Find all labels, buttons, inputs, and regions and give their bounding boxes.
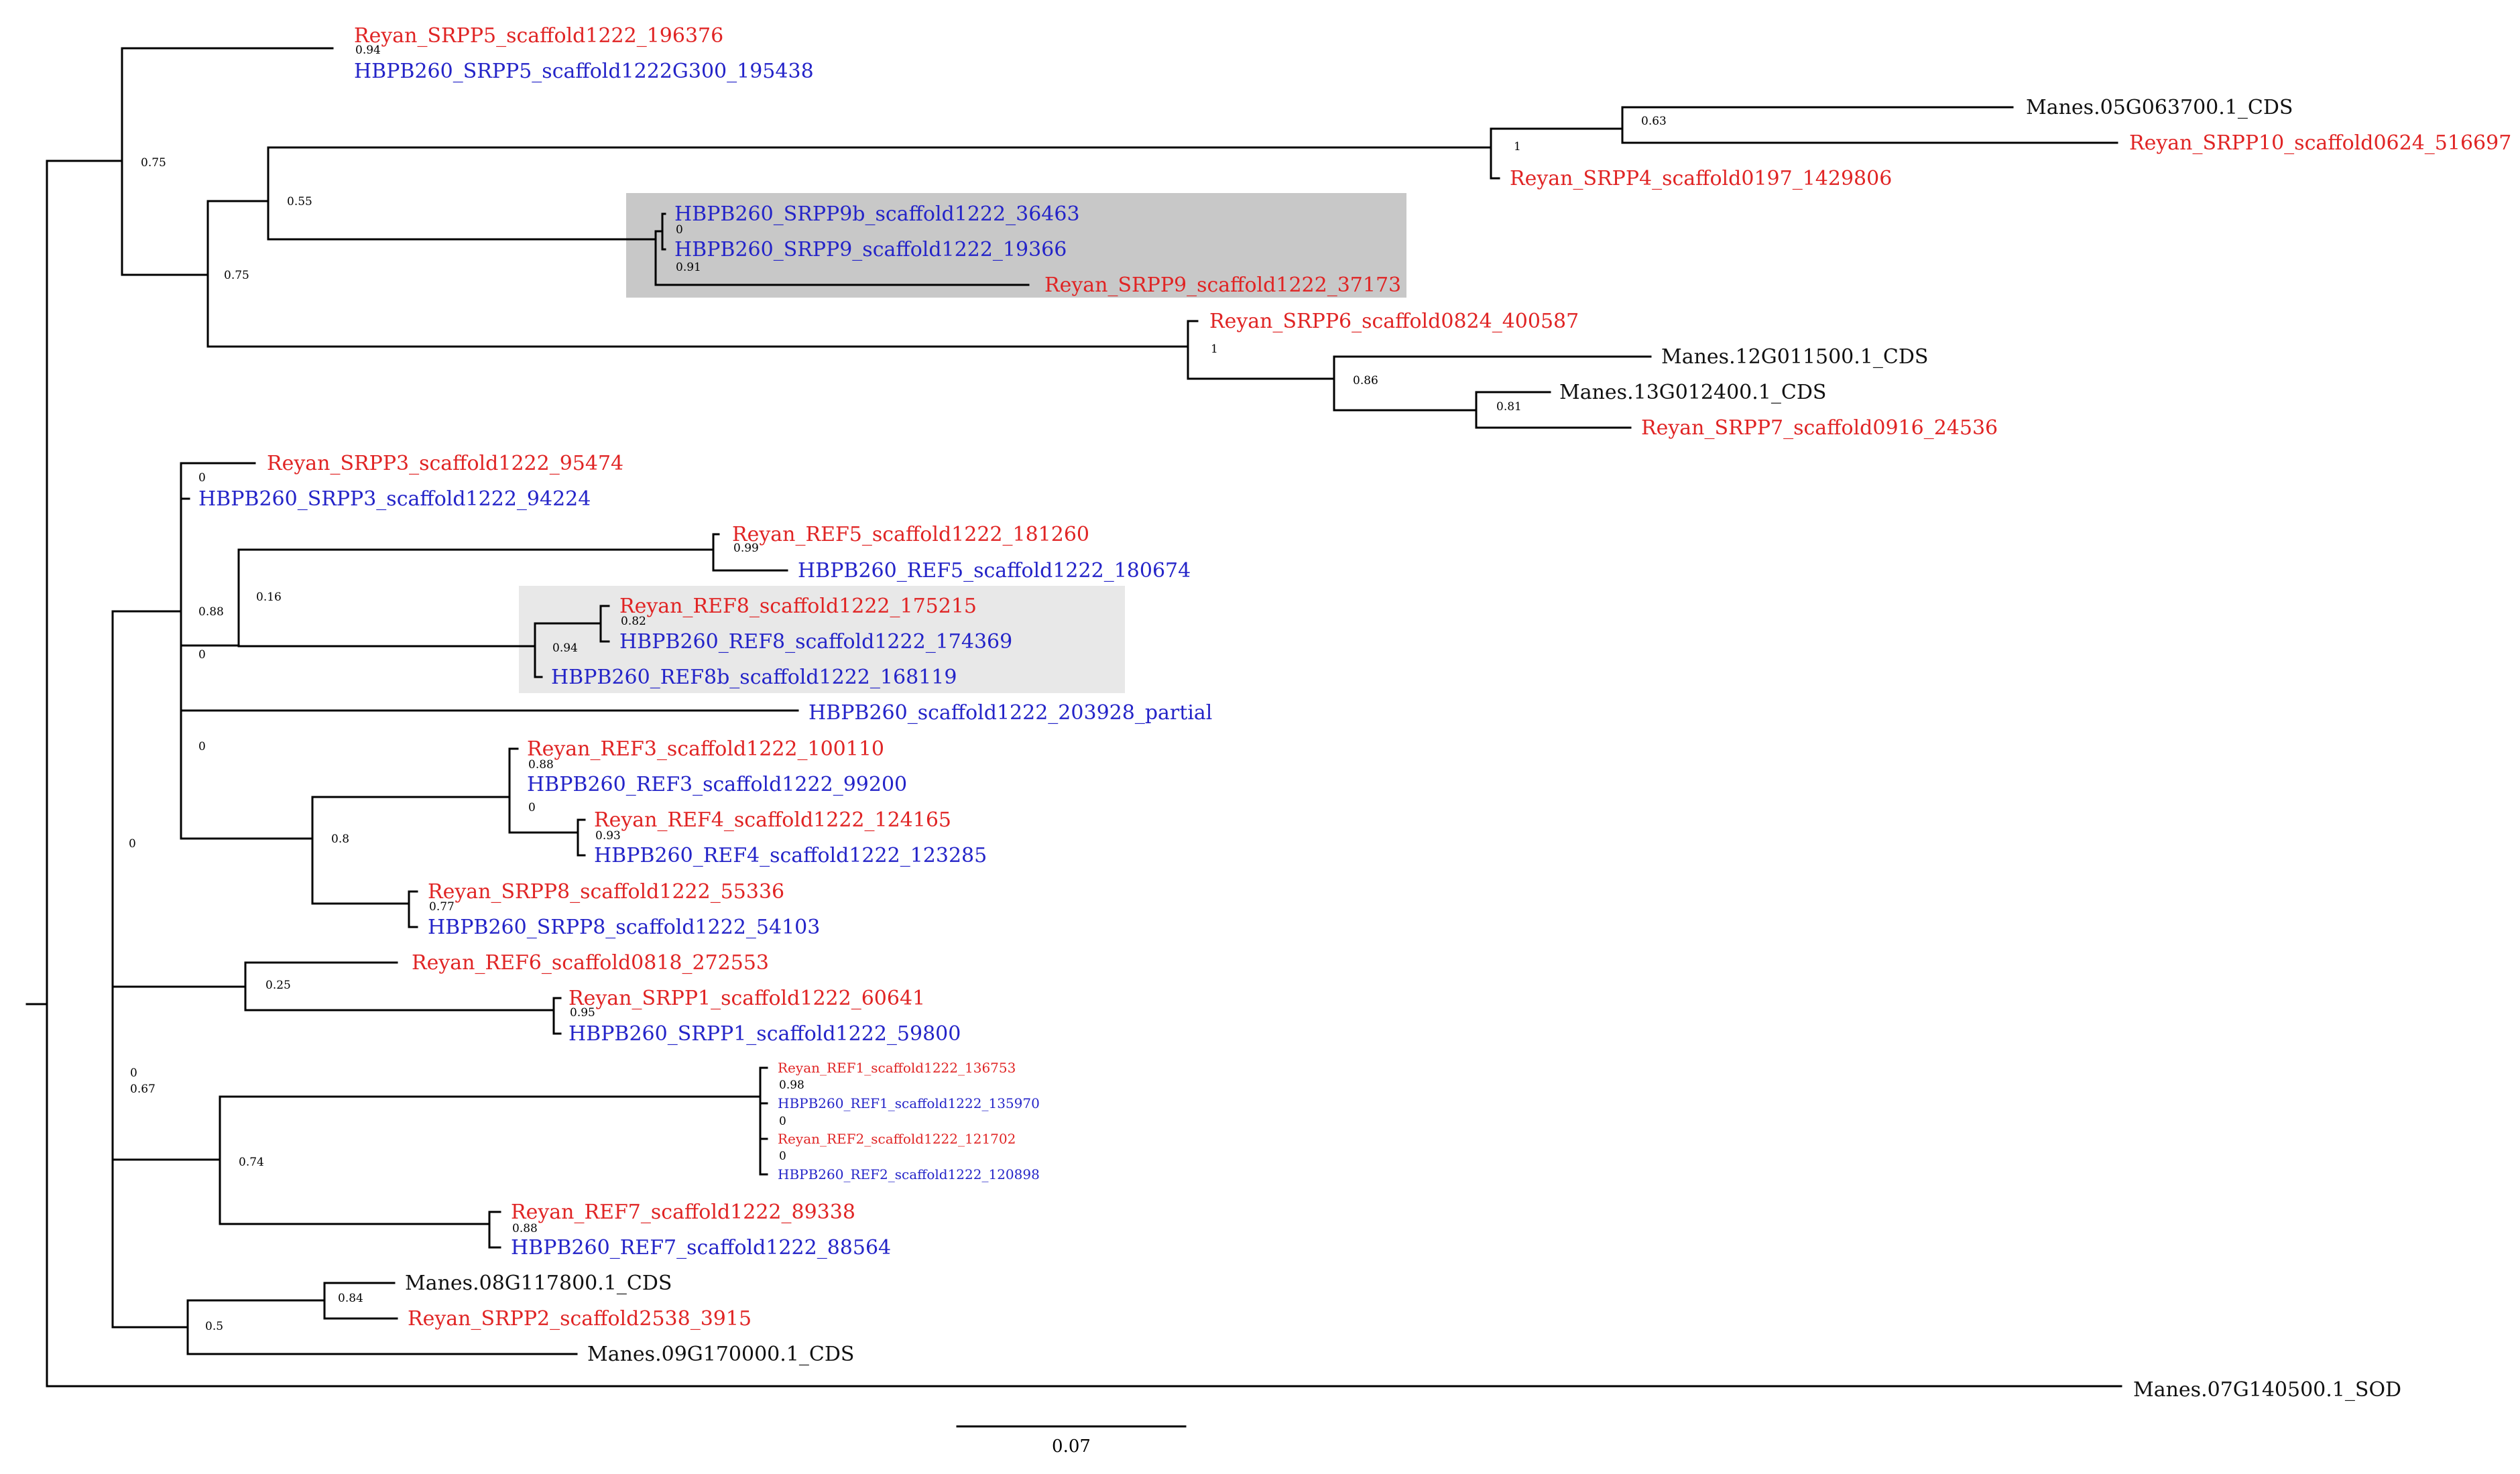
support-value: 0.82 [621, 615, 646, 628]
tip-label: Reyan_SRPP7_scaffold0916_24536 [1641, 416, 1998, 440]
tip-label: HBPB260_SRPP9_scaffold1222_19366 [674, 238, 1067, 261]
tip-label: HBPB260_SRPP1_scaffold1222_59800 [568, 1022, 961, 1046]
tip-label: HBPB260_REF7_scaffold1222_88564 [511, 1236, 891, 1260]
tip-label: Manes.13G012400.1_CDS [1559, 381, 1826, 404]
tip-label: Reyan_REF4_scaffold1222_124165 [594, 808, 951, 832]
support-value: 0 [779, 1150, 786, 1163]
support-value: 0 [198, 740, 206, 753]
support-value: 0.77 [429, 900, 455, 914]
support-value: 0.94 [355, 44, 381, 57]
tip-label: Manes.12G011500.1_CDS [1661, 345, 1928, 369]
tip-label: Reyan_REF7_scaffold1222_89338 [511, 1201, 855, 1224]
support-value: 1 [1211, 343, 1218, 356]
tip-label: Reyan_REF1_scaffold1222_136753 [778, 1060, 1016, 1076]
tip-label: HBPB260_SRPP8_scaffold1222_54103 [428, 916, 820, 939]
support-value: 0 [129, 837, 136, 851]
support-value: 0 [528, 801, 536, 814]
support-value: 0.75 [224, 269, 249, 282]
tip-label: Reyan_REF6_scaffold0818_272553 [412, 951, 769, 975]
tip-label: Reyan_REF5_scaffold1222_181260 [732, 523, 1089, 546]
clade-highlight-box [519, 586, 1125, 693]
support-value: 0.75 [141, 156, 166, 170]
tip-label: HBPB260_SRPP5_scaffold1222G300_195438 [354, 60, 814, 83]
scale-bar: 0.07 [956, 1425, 1187, 1457]
support-value: 0.99 [733, 542, 759, 555]
support-values: 0.94 0.75 0.55 0.75 0.63 1 0 0.91 1 0.86 0.81 0 0.88… [129, 44, 1667, 1333]
support-value: 0 [676, 223, 683, 237]
tip-label: Reyan_SRPP5_scaffold1222_196376 [354, 24, 723, 48]
support-value: 0.94 [552, 641, 578, 655]
support-value: 0.63 [1641, 115, 1667, 128]
support-value: 0.98 [779, 1079, 804, 1092]
tip-label: Manes.09G170000.1_CDS [587, 1343, 854, 1366]
tip-label: Reyan_SRPP8_scaffold1222_55336 [428, 880, 784, 904]
support-value: 0.95 [570, 1006, 595, 1020]
tip-label: Reyan_SRPP2_scaffold2538_3915 [408, 1307, 752, 1331]
support-value: 0.67 [130, 1083, 156, 1096]
tip-label: Reyan_SRPP4_scaffold0197_1429806 [1510, 167, 1892, 190]
tip-label: HBPB260_REF2_scaffold1222_120898 [778, 1166, 1040, 1182]
tip-label: HBPB260_REF5_scaffold1222_180674 [798, 559, 1191, 582]
highlighted-clades [519, 193, 1406, 693]
support-value: 0.55 [287, 195, 312, 208]
support-value: 0.5 [205, 1320, 223, 1333]
clade-highlight-box [626, 193, 1406, 298]
tip-label: HBPB260_SRPP3_scaffold1222_94224 [198, 487, 591, 511]
tip-label: HBPB260_REF4_scaffold1222_123285 [594, 844, 987, 867]
support-value: 0 [198, 648, 206, 662]
tip-labels: Reyan_SRPP5_scaffold1222_196376HBPB260_S… [198, 24, 2511, 1402]
tip-label: Reyan_SRPP9_scaffold1222_37173 [1044, 273, 1401, 297]
tip-label: Reyan_SRPP1_scaffold1222_60641 [568, 987, 925, 1010]
tip-label: Manes.05G063700.1_CDS [2026, 96, 2293, 119]
support-value: 0 [779, 1115, 786, 1128]
support-value: 0.16 [256, 591, 282, 604]
tip-label: Reyan_SRPP6_scaffold0824_400587 [1209, 310, 1579, 333]
tip-label: Reyan_REF2_scaffold1222_121702 [778, 1131, 1016, 1147]
support-value: 0.81 [1496, 400, 1522, 414]
tip-label: Reyan_SRPP3_scaffold1222_95474 [267, 452, 623, 475]
support-value: 0.91 [676, 261, 701, 274]
tip-label: Manes.07G140500.1_SOD [2133, 1378, 2401, 1402]
support-value: 0.86 [1353, 374, 1378, 387]
support-value: 0.93 [595, 829, 621, 843]
tip-label: HBPB260_REF8b_scaffold1222_168119 [551, 666, 957, 689]
tip-label: HBPB260_SRPP9b_scaffold1222_36463 [674, 202, 1080, 226]
support-value: 0.8 [331, 833, 349, 846]
tree-branches [25, 47, 2122, 1388]
support-value: 1 [1514, 140, 1521, 153]
tip-label: HBPB260_REF3_scaffold1222_99200 [527, 773, 907, 796]
tip-label: Reyan_REF8_scaffold1222_175215 [619, 595, 977, 618]
support-value: 0.84 [338, 1292, 363, 1305]
support-value: 0 [130, 1066, 137, 1080]
tip-label: HBPB260_scaffold1222_203928_partial [808, 701, 1212, 725]
tip-label: Manes.08G117800.1_CDS [405, 1272, 672, 1295]
support-value: 0.88 [528, 758, 554, 772]
tip-label: Reyan_SRPP10_scaffold0624_516697 [2129, 131, 2511, 155]
tip-label: HBPB260_REF8_scaffold1222_174369 [619, 630, 1012, 654]
support-value: 0 [198, 471, 206, 485]
scale-bar-label: 0.07 [1052, 1436, 1091, 1457]
support-value: 0.88 [512, 1222, 538, 1235]
support-value: 0.74 [239, 1156, 264, 1169]
support-value: 0.88 [198, 605, 224, 619]
tip-label: HBPB260_REF1_scaffold1222_135970 [778, 1095, 1040, 1111]
tip-label: Reyan_REF3_scaffold1222_100110 [527, 737, 884, 761]
support-value: 0.25 [265, 979, 291, 992]
